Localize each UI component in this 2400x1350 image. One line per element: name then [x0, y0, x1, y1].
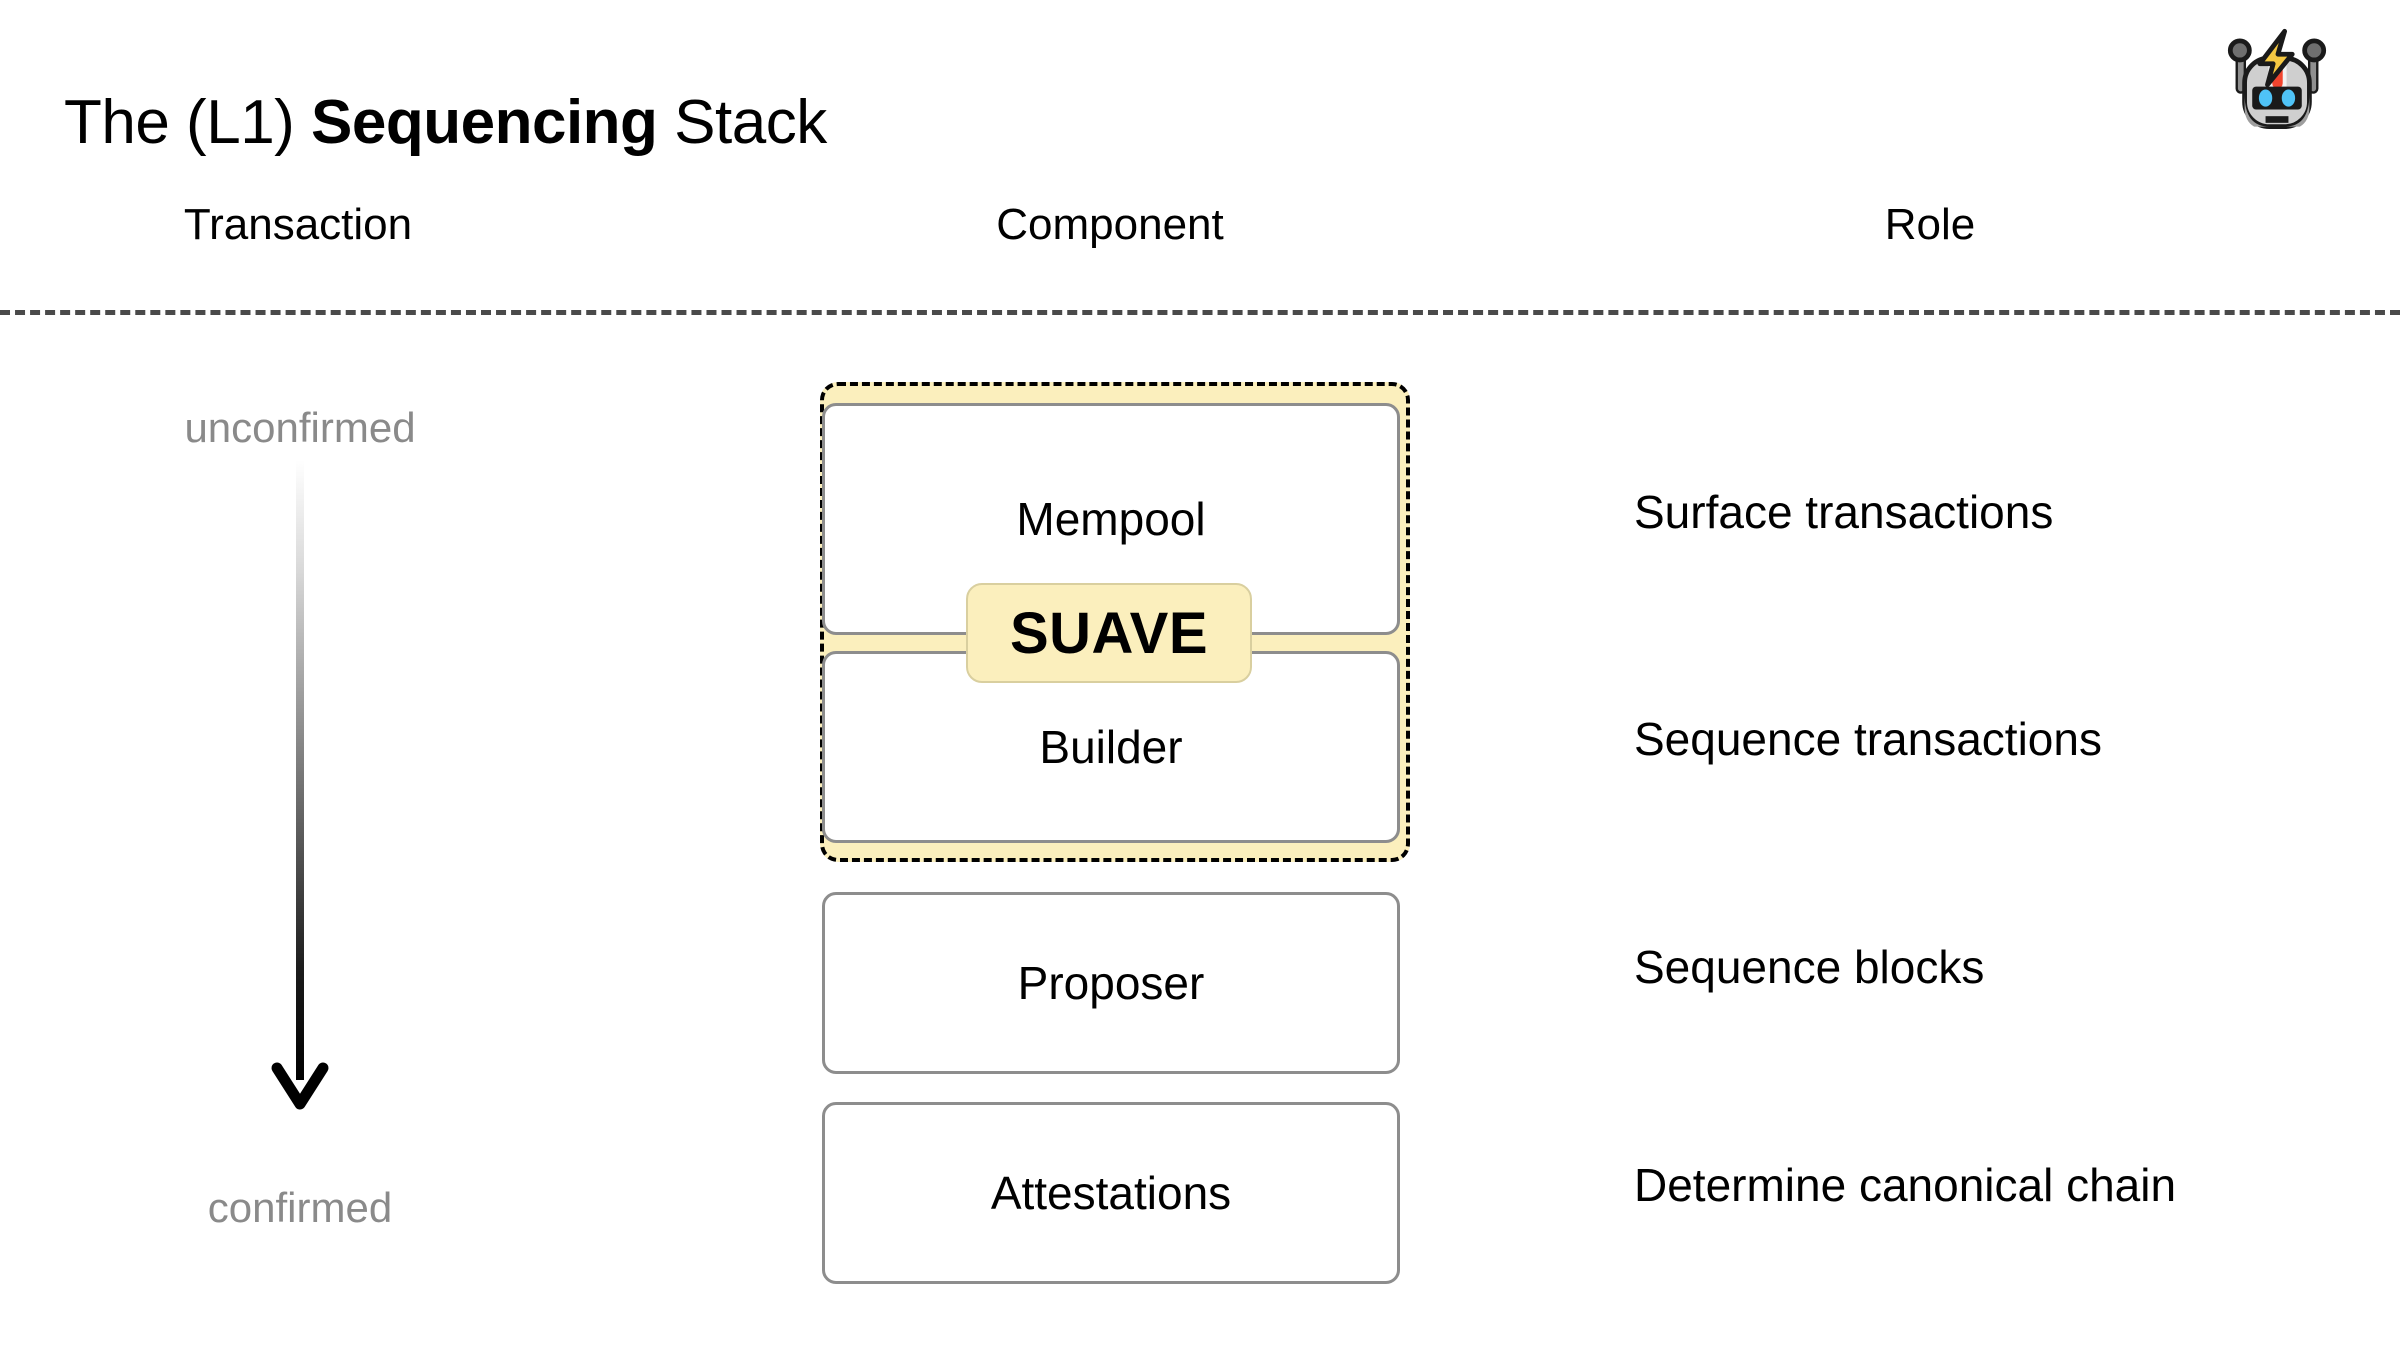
component-label: Mempool	[1016, 493, 1206, 545]
suave-badge-label: SUAVE	[1009, 600, 1209, 666]
column-header-transaction: Transaction	[183, 200, 413, 249]
transaction-flow-arrow-icon	[262, 460, 338, 1140]
component-box-attestations[interactable]: Attestations	[822, 1102, 1400, 1284]
page-title-prefix: The (L1)	[64, 87, 312, 157]
page-title-emphasis: Sequencing	[311, 87, 658, 157]
role-text-attestations: Determine canonical chain	[1634, 1159, 2177, 1211]
component-box-proposer[interactable]: Proposer	[822, 892, 1400, 1074]
suave-badge[interactable]: SUAVE	[966, 583, 1252, 683]
component-label: Proposer	[1017, 957, 1205, 1009]
column-header-role: Role	[1884, 200, 1976, 249]
column-header-component: Component	[996, 200, 1224, 249]
component-label: Builder	[1039, 721, 1183, 773]
header-divider	[0, 310, 2400, 315]
label-confirmed: confirmed	[207, 1184, 393, 1231]
role-text-proposer: Sequence blocks	[1634, 941, 1985, 993]
role-text-builder: Sequence transactions	[1634, 713, 2102, 765]
component-label: Attestations	[990, 1167, 1232, 1219]
page-title: The (L1) Sequencing Stack	[64, 87, 827, 157]
role-text-mempool: Surface transactions	[1634, 486, 2054, 538]
page-title-suffix: Stack	[657, 87, 827, 157]
label-unconfirmed: unconfirmed	[184, 404, 416, 451]
flashbots-robot-icon	[2216, 18, 2338, 140]
component-box-mempool[interactable]: Mempool	[822, 403, 1400, 635]
